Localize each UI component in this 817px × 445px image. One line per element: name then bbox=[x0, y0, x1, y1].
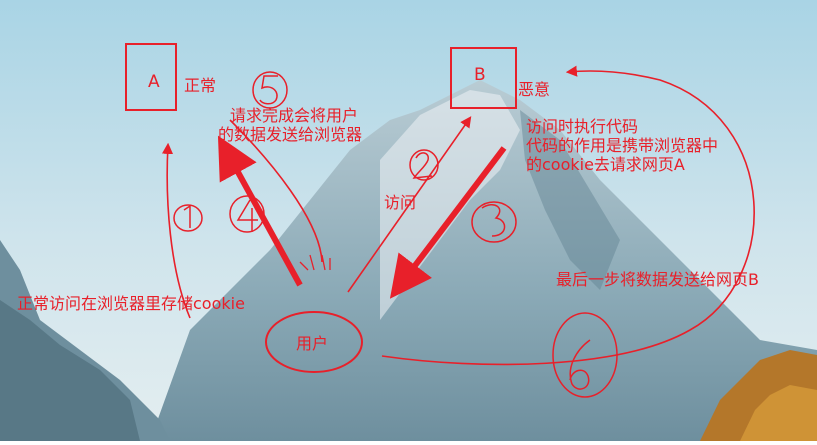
node-a-box bbox=[125, 43, 177, 111]
label-exec-text: 访问时执行代码 代码的作用是携带浏览器中 的cookie去请求网页A bbox=[526, 117, 718, 174]
mountain-shadow-ridge bbox=[520, 110, 620, 290]
label-store-cookie: 正常访问在浏览器里存储cookie bbox=[17, 294, 245, 313]
arrow-step2 bbox=[347, 116, 472, 293]
left-cliff-shadow bbox=[0, 300, 140, 441]
step-number-5 bbox=[252, 71, 288, 109]
arrow-step3 bbox=[389, 146, 507, 299]
user-label: 用户 bbox=[296, 334, 329, 353]
step-number-6 bbox=[552, 312, 618, 398]
arrow-step4 bbox=[217, 135, 303, 287]
user-ellipse bbox=[265, 311, 363, 373]
step-number-3 bbox=[471, 201, 517, 243]
label-exec-line1: 访问时执行代码 bbox=[526, 117, 639, 136]
arrow-step6 bbox=[381, 65, 755, 366]
label-exec-line2: 代码的作用是携带浏览器中 bbox=[526, 136, 719, 155]
step-number-2 bbox=[409, 149, 439, 181]
arrow-step1 bbox=[161, 142, 191, 319]
label-malicious: 恶意 bbox=[518, 80, 551, 99]
autumn-trees-light bbox=[740, 385, 817, 441]
label-step5-text: 请求完成会将用户 的数据发送给浏览器 bbox=[218, 106, 362, 144]
arrow-step5 bbox=[229, 119, 323, 263]
node-b-box bbox=[450, 47, 517, 109]
step-number-1 bbox=[173, 204, 203, 232]
label-final-step: 最后一步将数据发送给网页B bbox=[556, 270, 759, 289]
step-number-4 bbox=[229, 195, 265, 233]
label-visit: 访问 bbox=[384, 193, 417, 212]
tick-marks bbox=[299, 254, 331, 271]
main-mountain bbox=[150, 80, 817, 441]
node-a-label: A bbox=[148, 72, 160, 92]
label-step5-line1: 请求完成会将用户 bbox=[230, 106, 359, 125]
node-b-label: B bbox=[474, 65, 486, 85]
label-normal: 正常 bbox=[184, 76, 217, 95]
label-exec-line3: 的cookie去请求网页A bbox=[526, 155, 685, 174]
label-step5-line2: 的数据发送给浏览器 bbox=[218, 125, 363, 144]
